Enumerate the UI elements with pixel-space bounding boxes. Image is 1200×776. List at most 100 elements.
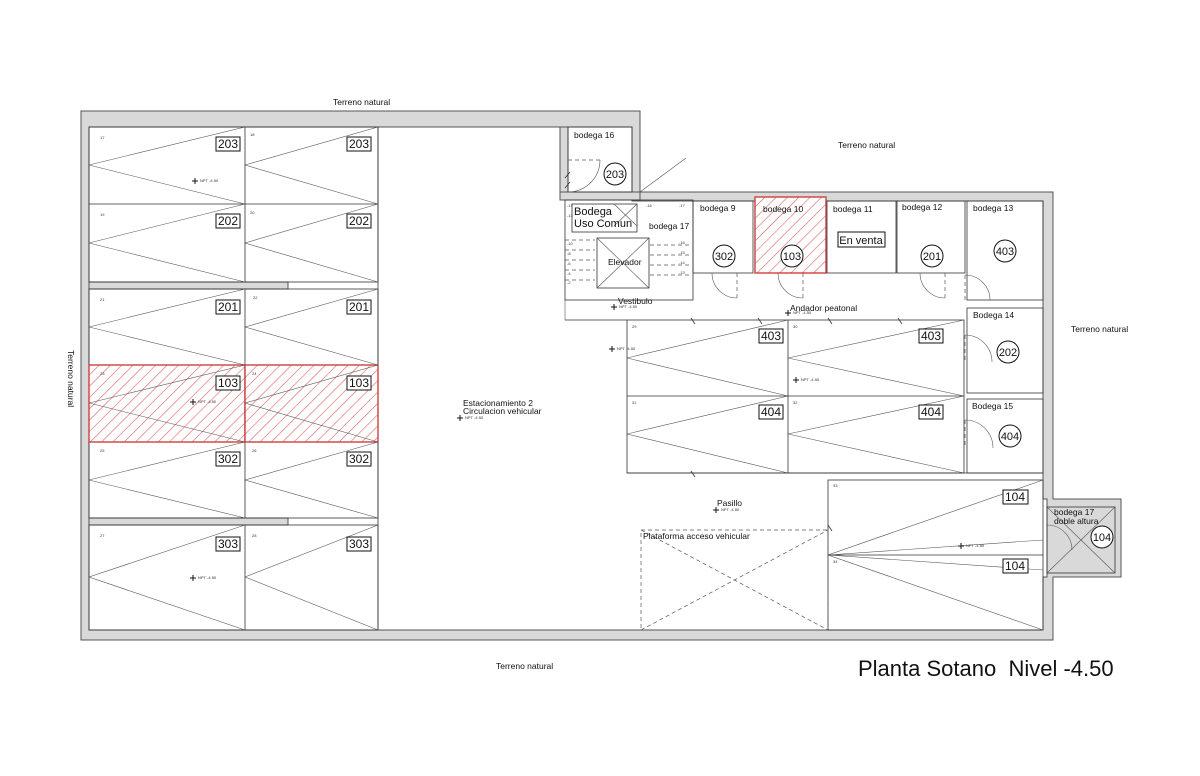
unit-tag: 104 [1005,559,1025,573]
level-mark: NPT -4.50 [619,304,638,309]
parking-label: Estacionamiento 2 [463,398,533,408]
platform-label: Plataforma acceso vehicular [643,531,750,541]
storage-unit: 203 [606,169,624,181]
level-mark: NPT -4.50 [465,415,484,420]
storage-unit: 404 [1001,431,1019,443]
stair-step: -16 [646,203,653,208]
corridor-label: Pasillo [717,498,742,508]
space-number: 31 [632,400,637,405]
stair-step: -13 [567,213,574,218]
storage-name: bodega 9 [700,203,736,213]
space-number: 26 [252,448,257,453]
area-labels: Bodega Uso Comun Elevador Vestibulo Anda… [463,206,857,541]
stair-step: -15 [679,250,686,255]
space-number: 27 [100,533,105,538]
storage-unit: 104 [1093,532,1111,544]
unit-tag: 104 [1005,490,1025,504]
level-mark: NPT -4.50 [617,346,636,351]
unit-tag: 403 [761,329,781,343]
level-mark: NPT -4.50 [200,178,219,183]
stair-step: -17 [679,203,686,208]
unit-tag: 303 [218,537,238,551]
stair-step: -17 [567,203,574,208]
space-number: 17 [100,135,105,140]
stair-step: -6 [567,261,571,266]
storage-unit: 103 [783,251,801,263]
terrain-labels: Terreno natural Terreno natural Terreno … [66,97,1128,671]
storage-name: bodega 10 [763,204,803,214]
space-number: 34 [833,559,838,564]
circulation-label: Circulacion vehicular [463,406,542,416]
unit-tag: 103 [349,376,369,390]
level-mark: NPT -4.50 [198,399,217,404]
space-number: 28 [252,533,257,538]
space-number: 32 [793,400,798,405]
parking-unit-tags: 203 203 202 202 201 201 103 103 302 302 … [215,136,1029,574]
storage-name: bodega 17 [649,221,689,231]
walkway-label: Andador peatonal [790,303,857,313]
storage-name: Bodega 14 [973,310,1014,320]
for-sale-tag: En venta [839,235,883,247]
terrain-label: Terreno natural [496,661,553,671]
unit-tag: 303 [349,537,369,551]
storage-note: doble altura [1054,516,1099,526]
unit-tag: 404 [761,405,781,419]
unit-tag: 201 [349,300,369,314]
storage-name: bodega 16 [574,130,614,140]
stair-step: -13 [679,270,686,275]
storage-name: bodega 11 [833,204,873,214]
level-mark: NPT -4.50 [801,377,820,382]
space-number: 22 [253,295,258,300]
stair-step: -16 [679,240,686,245]
stair-step: -10 [567,241,574,246]
parking-space-numbers: 17 18 19 20 21 22 23 24 25 26 27 28 29 3… [100,132,838,564]
vestibule-label: Vestibulo [618,296,653,306]
unit-tag: 302 [349,452,369,466]
space-number: 30 [793,324,798,329]
terrain-label: Terreno natural [1071,324,1128,334]
level-mark: NPT -4.50 [793,310,812,315]
unit-tag: 403 [921,329,941,343]
level-markers: NPT -4.50 NPT -4.50 NPT -4.50 NPT -4.50 … [190,178,985,581]
level-mark: NPT -4.50 [198,575,217,580]
storage-name: bodega 13 [973,203,1013,213]
storage-name: bodega 17 [1054,507,1094,517]
level-mark: NPT -4.50 [966,543,985,548]
space-number: 33 [833,483,838,488]
stair-step: -14 [679,260,686,265]
terrain-label: Terreno natural [333,97,390,107]
storage-labels: bodega 16 203 bodega 17 bodega 9 302 bod… [574,130,1114,549]
elevator-label: Elevador [608,257,642,267]
stair-core [564,157,694,320]
stair-step: -2 [567,280,571,285]
unit-tag: 203 [218,137,238,151]
terrain-label: Terreno natural [66,350,76,407]
storage-unit: 403 [996,246,1014,258]
space-number: 24 [252,371,257,376]
space-number: 25 [100,448,105,453]
storage-name: Bodega 15 [972,401,1013,411]
stair-numbers: -17 -13 -10 -8 -6 -4 -2 -16 -17 -16 -15 … [567,203,686,285]
right-parking [565,319,1044,631]
unit-tag: 103 [218,376,238,390]
storage-unit: 302 [715,251,733,263]
space-number: 20 [250,210,255,215]
plan-title: Planta Sotano Nivel -4.50 [858,656,1114,681]
stair-step: -4 [567,271,571,276]
space-number: 29 [632,324,637,329]
storage-unit: 201 [923,251,941,263]
stair-step: -8 [567,251,571,256]
common-storage-label: Bodega [574,206,613,218]
level-mark: NPT -4.50 [721,507,740,512]
unit-tag: 404 [921,405,941,419]
space-number: 18 [250,132,255,137]
storage-unit: 202 [999,347,1017,359]
unit-tag: 202 [218,214,238,228]
space-number: 23 [100,371,105,376]
unit-tag: 202 [349,214,369,228]
unit-tag: 302 [218,452,238,466]
common-storage-label: Uso Comun [574,218,632,230]
unit-tag: 201 [218,300,238,314]
unit-tag: 203 [349,137,369,151]
